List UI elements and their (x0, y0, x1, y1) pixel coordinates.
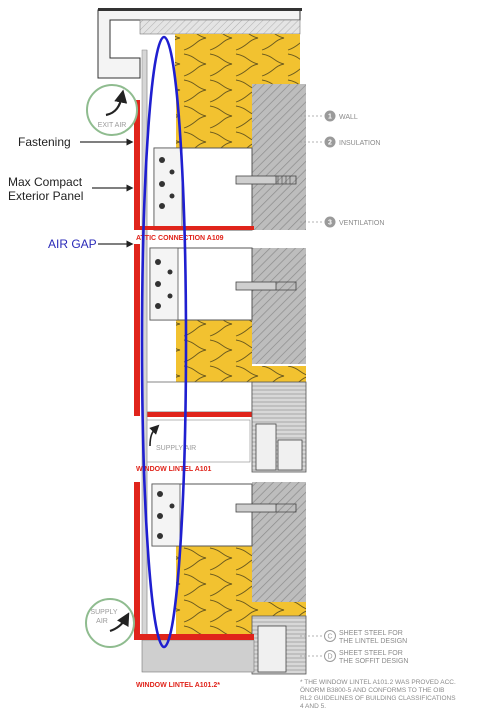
bracket-3 (151, 483, 297, 547)
roof-edge (97, 8, 302, 84)
footnote-line: RL2 GUIDELINES OF BUILDING CLASSIFICATIO… (300, 695, 456, 702)
panel-label: Max Compact (8, 175, 83, 189)
air-gap-label: AIR GAP (48, 237, 97, 251)
legend-num: 3 (328, 220, 332, 227)
supply-air-label: AIR (96, 618, 108, 625)
legend-num: D (327, 654, 332, 661)
legend-label: THE LINTEL DESIGN (339, 638, 407, 645)
legend-label: WALL (339, 114, 358, 121)
panel-annotation: Max Compact Exterior Panel (8, 175, 134, 203)
legend-label: VENTILATION (339, 220, 384, 227)
air-gap-ellipse (140, 35, 188, 649)
legend: 1 WALL 2 INSULATION 3 VENTILATION C SHEE… (324, 110, 409, 665)
section-title-lintel: WINDOW LINTEL A101 (136, 466, 212, 473)
supply-air-marker: SUPPLY AIR (85, 598, 135, 648)
footnote-line: 4 AND 5. (300, 703, 326, 710)
insulation (176, 84, 252, 635)
legend-item-wall: 1 WALL (324, 110, 358, 122)
section-title-lintel-2: WINDOW LINTEL A101.2* (136, 682, 220, 689)
legend-label: THE SOFFIT DESIGN (339, 658, 409, 665)
fastening-annotation: Fastening (18, 135, 134, 149)
exit-air-marker: EXIT AIR (86, 84, 138, 136)
window-lintel (145, 366, 307, 473)
supply-air-inner: SUPPLY AIR (149, 424, 196, 452)
bracket-1 (153, 147, 297, 231)
legend-item-sheet-steel-lintel: C SHEET STEEL FOR THE LINTEL DESIGN (324, 630, 407, 645)
footnote-line: * THE WINDOW LINTEL A101.2 WAS PROVED AC… (300, 679, 456, 686)
bracket-2 (149, 247, 297, 321)
fastening-label: Fastening (18, 135, 71, 149)
legend-label: SHEET STEEL FOR (339, 630, 403, 637)
legend-num: 2 (328, 140, 332, 147)
supply-air-inner-label: SUPPLY AIR (156, 445, 196, 452)
section-title-attic: ATTIC CONNECTION A109 (136, 235, 224, 242)
exterior-panel (134, 100, 254, 640)
legend-num: C (327, 634, 332, 641)
panel-label: Exterior Panel (8, 189, 83, 203)
legend-label: INSULATION (339, 140, 381, 147)
air-gap-annotation: AIR GAP (48, 237, 134, 251)
wall (252, 84, 306, 602)
legend-item-sheet-steel-soffit: D SHEET STEEL FOR THE SOFFIT DESIGN (324, 650, 409, 665)
legend-label: SHEET STEEL FOR (339, 650, 403, 657)
exit-air-label: EXIT AIR (98, 122, 127, 129)
legend-item-insulation: 2 INSULATION (324, 136, 381, 148)
supply-air-label: SUPPLY (90, 609, 117, 616)
legend-num: 1 (328, 114, 332, 121)
legend-item-ventilation: 3 VENTILATION (324, 216, 384, 228)
footnote: * THE WINDOW LINTEL A101.2 WAS PROVED AC… (300, 679, 456, 710)
footnote-line: ÖNORM B3800-5 AND CONFORMS TO THE OIB (300, 686, 444, 694)
